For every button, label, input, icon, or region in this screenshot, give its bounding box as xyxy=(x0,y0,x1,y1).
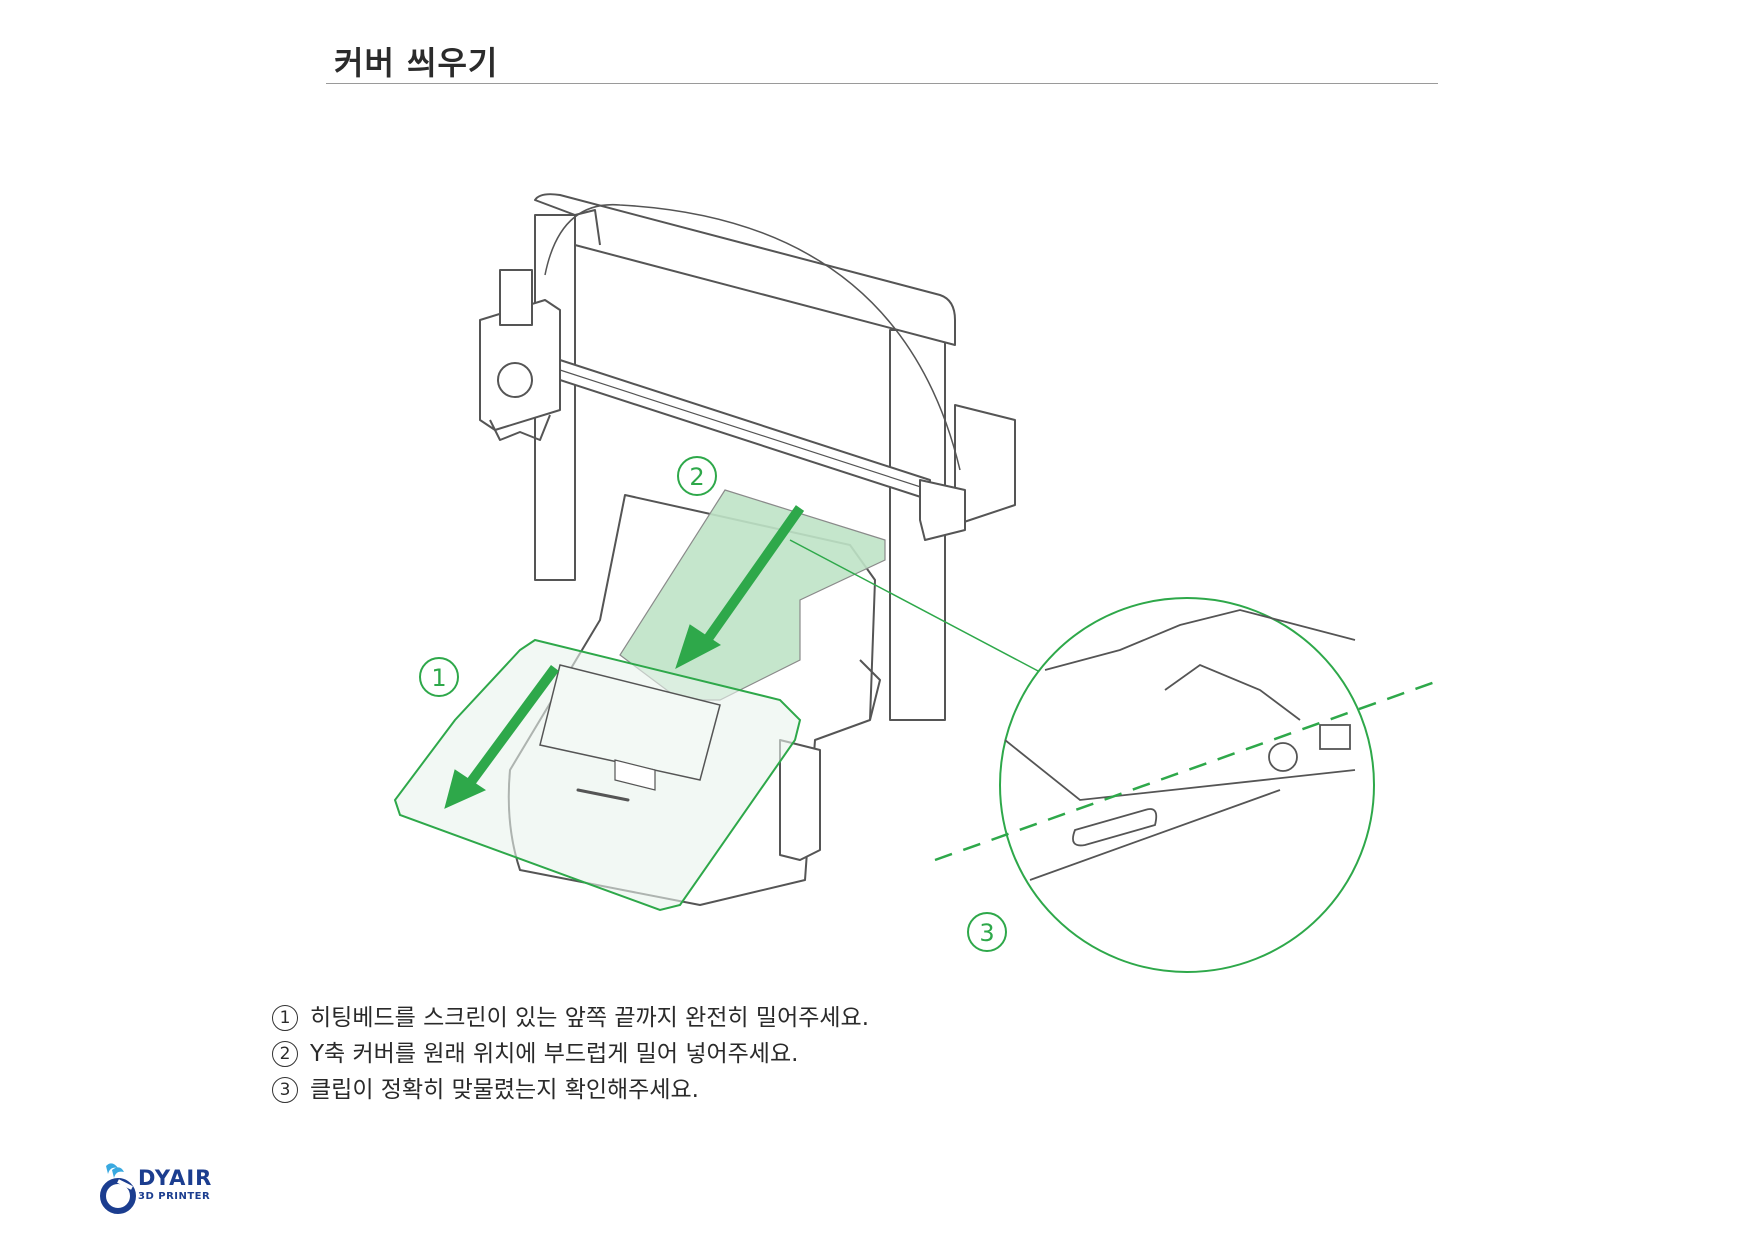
callout-3-digit: 3 xyxy=(979,919,994,947)
step-2-text: Y축 커버를 원래 위치에 부드럽게 밀어 넣어주세요. xyxy=(310,1041,799,1067)
logo-icon xyxy=(100,1163,136,1214)
detail-callout xyxy=(789,539,1436,973)
step-1-text: 히팅베드를 스크린이 있는 앞쪽 끝까지 완전히 밀어주세요. xyxy=(310,1005,870,1031)
slide-arrows xyxy=(444,505,805,809)
instruction-steps: 1 히팅베드를 스크린이 있는 앞쪽 끝까지 완전히 밀어주세요. 2 Y축 커… xyxy=(272,1000,869,1108)
callout-1-digit: 1 xyxy=(431,664,446,692)
brand-logo: DYAIR 3D PRINTER xyxy=(98,1158,228,1220)
step-3-text: 클립이 정확히 맞물렸는지 확인해주세요. xyxy=(310,1077,699,1103)
logo-subtitle: 3D PRINTER xyxy=(138,1191,211,1202)
step-1: 1 히팅베드를 스크린이 있는 앞쪽 끝까지 완전히 밀어주세요. xyxy=(272,1000,869,1036)
step-3-number: 3 xyxy=(272,1077,298,1103)
step-2-number: 2 xyxy=(272,1041,298,1067)
step-2: 2 Y축 커버를 원래 위치에 부드럽게 밀어 넣어주세요. xyxy=(272,1036,869,1072)
step-3: 3 클립이 정확히 맞물렸는지 확인해주세요. xyxy=(272,1072,869,1108)
callout-labels xyxy=(419,456,1007,952)
page-title: 커버 씌우기 xyxy=(334,44,499,82)
callout-2-digit: 2 xyxy=(689,463,704,491)
title-divider xyxy=(326,83,1438,84)
step-1-number: 1 xyxy=(272,1005,298,1031)
logo-name: DYAIR xyxy=(138,1166,213,1190)
heating-bed xyxy=(393,638,802,912)
